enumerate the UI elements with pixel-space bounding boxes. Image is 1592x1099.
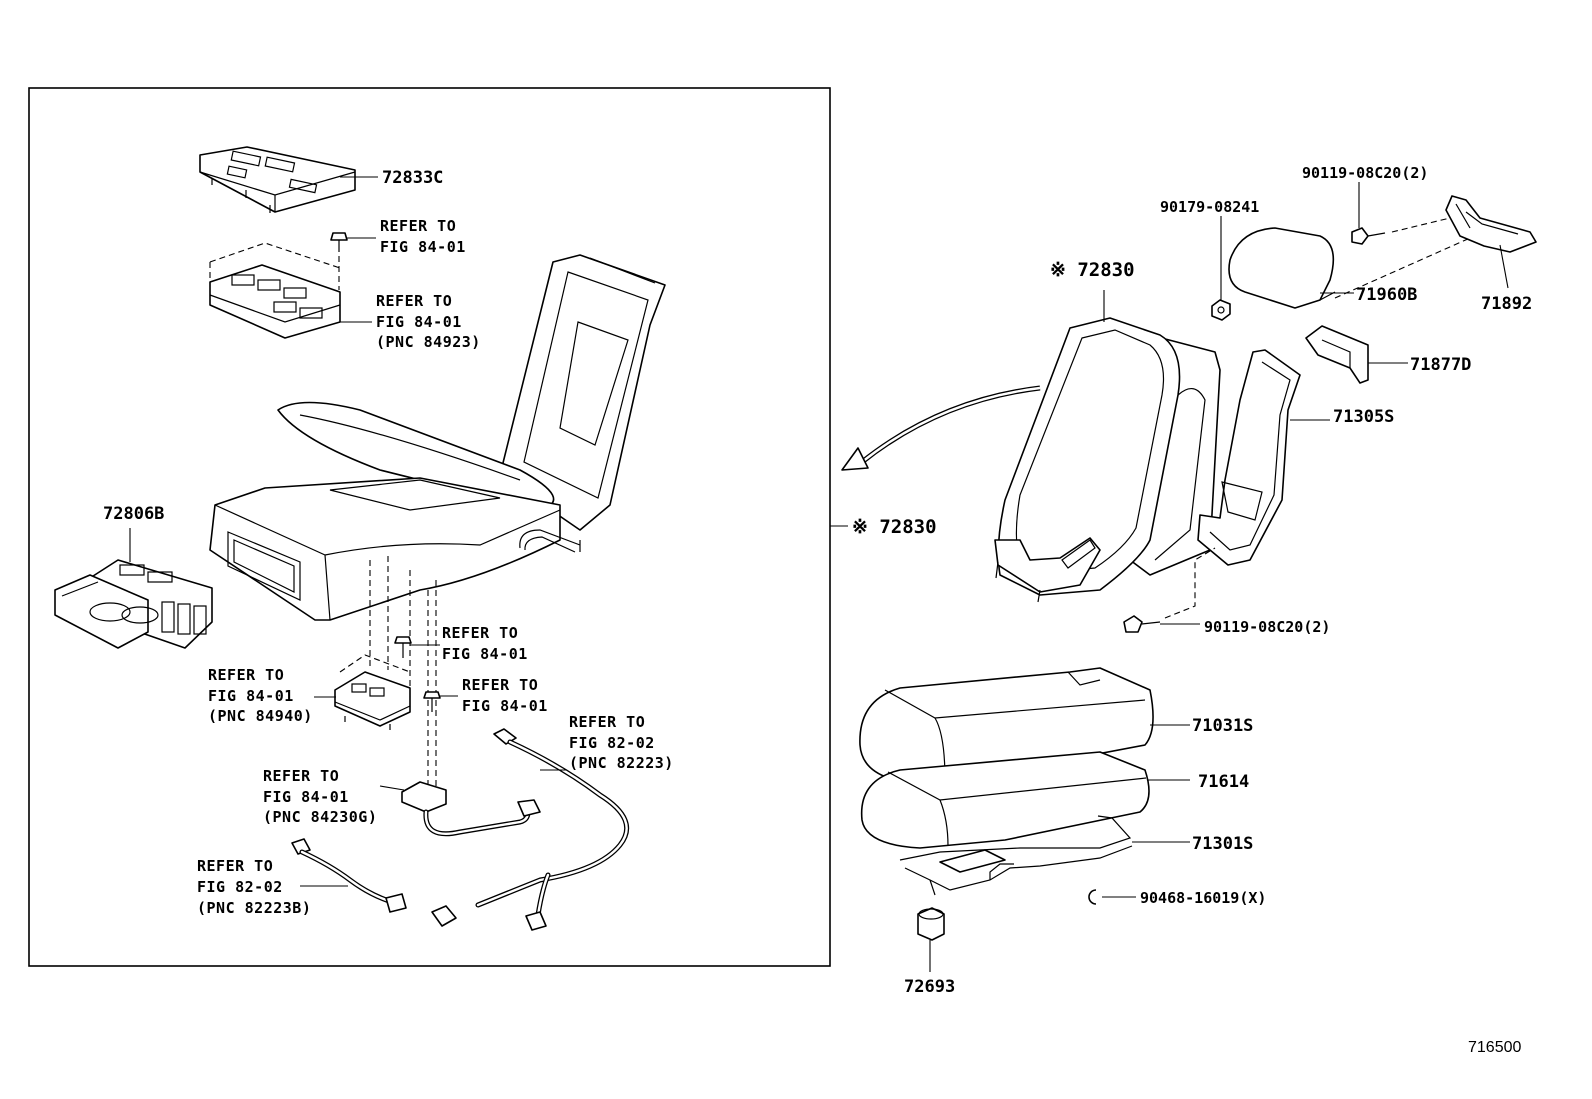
bolt-90119-bottom [1123, 547, 1216, 633]
bracket-71305s [1197, 349, 1330, 566]
label-71614: 71614 [1198, 772, 1249, 792]
label-72833c: 72833C [382, 168, 443, 188]
label-90179-08241: 90179-08241 [1160, 198, 1259, 216]
svg-text:(PNC 84230G): (PNC 84230G) [263, 808, 377, 826]
screw-84-01-c [423, 691, 458, 712]
frame-71301s [899, 815, 1190, 896]
svg-text:FIG 84-01: FIG 84-01 [208, 687, 294, 705]
sensor-84230g [379, 781, 541, 837]
ref-82223b: REFER TO FIG 82-02 (PNC 82223B) [197, 857, 311, 917]
clip-90468-16019 [1088, 889, 1136, 905]
svg-text:FIG 84-01: FIG 84-01 [376, 313, 462, 331]
label-71305s: 71305S [1333, 407, 1394, 427]
harness-82223b [291, 838, 407, 913]
label-72693: 72693 [904, 977, 955, 997]
svg-text:FIG 84-01: FIG 84-01 [263, 788, 349, 806]
nut-90179-08241 [1211, 216, 1231, 321]
svg-text:FIG 84-01: FIG 84-01 [380, 238, 466, 256]
svg-text:(PNC 82223): (PNC 82223) [569, 754, 674, 772]
label-72830-bracket: ※ 72830 [852, 516, 937, 538]
assembly-box [28, 87, 831, 967]
switch-panel-84923 [209, 242, 372, 339]
armrest-cushion-71614 [860, 751, 1190, 849]
label-72830-back: ※ 72830 [1050, 259, 1135, 281]
figure-number: 716500 [1468, 1039, 1521, 1056]
switch-84940 [314, 654, 411, 730]
ref-84-01-c: REFER TO FIG 84-01 [462, 676, 548, 715]
label-90119-top: 90119-08C20(2) [1302, 164, 1428, 182]
label-90119-bottom: 90119-08C20(2) [1204, 618, 1330, 636]
ref-84230g: REFER TO FIG 84-01 (PNC 84230G) [263, 767, 377, 826]
bolt-90119-top [1334, 182, 1471, 299]
svg-text:(PNC 84923): (PNC 84923) [376, 333, 481, 351]
console-box [209, 254, 666, 790]
screw-84-01-b [394, 636, 440, 658]
svg-text:REFER TO: REFER TO [442, 624, 518, 642]
grommet-72693 [917, 907, 945, 972]
bracket-71892 [1445, 195, 1537, 289]
label-71960b: 71960B [1356, 285, 1417, 305]
svg-text:REFER TO: REFER TO [462, 676, 538, 694]
cup-holder-72806b [54, 528, 213, 649]
svg-text:REFER TO: REFER TO [208, 666, 284, 684]
ref-84923: REFER TO FIG 84-01 (PNC 84923) [376, 292, 481, 351]
svg-text:FIG 84-01: FIG 84-01 [462, 697, 548, 715]
armrest-pad-71960b [1228, 227, 1354, 309]
ref-84-01-a: REFER TO FIG 84-01 [380, 217, 466, 256]
ref-84940: REFER TO FIG 84-01 (PNC 84940) [208, 666, 313, 725]
svg-text:(PNC 82223B): (PNC 82223B) [197, 899, 311, 917]
svg-text:FIG 84-01: FIG 84-01 [442, 645, 528, 663]
label-71892: 71892 [1481, 294, 1532, 314]
svg-text:FIG 82-02: FIG 82-02 [197, 878, 283, 896]
svg-text:REFER TO: REFER TO [263, 767, 339, 785]
label-71877d: 71877D [1410, 355, 1471, 375]
ref-84-01-b: REFER TO FIG 84-01 [442, 624, 528, 663]
seatback-72830 [994, 290, 1221, 603]
assembly-arrow [841, 385, 1041, 471]
label-71031s: 71031S [1192, 716, 1253, 736]
harness-82223 [431, 728, 630, 931]
screw-84-01-a [330, 232, 376, 290]
svg-text:REFER TO: REFER TO [569, 713, 645, 731]
svg-text:REFER TO: REFER TO [376, 292, 452, 310]
label-72806b: 72806B [103, 504, 164, 524]
panel-cover-72833c [199, 146, 378, 213]
svg-text:REFER TO: REFER TO [380, 217, 456, 235]
cover-71877d [1305, 325, 1408, 384]
ref-82223: REFER TO FIG 82-02 (PNC 82223) [569, 713, 674, 772]
svg-text:REFER TO: REFER TO [197, 857, 273, 875]
svg-text:FIG 82-02: FIG 82-02 [569, 734, 655, 752]
label-71301s: 71301S [1192, 834, 1253, 854]
svg-text:(PNC 84940): (PNC 84940) [208, 707, 313, 725]
label-90468-16019: 90468-16019(X) [1140, 889, 1266, 907]
